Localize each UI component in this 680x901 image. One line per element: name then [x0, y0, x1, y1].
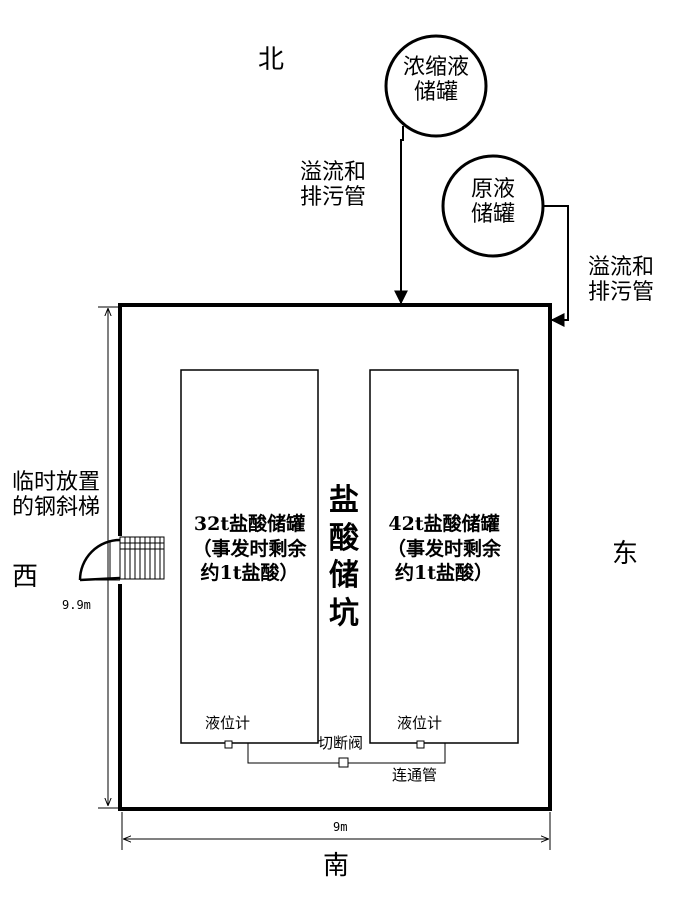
pit-label: 盐 酸 储 坑	[329, 483, 359, 631]
cutoff-valve-label: 切断阀	[318, 735, 364, 752]
direction-north: 北	[258, 45, 285, 75]
concentrate-tank-circle	[384, 34, 488, 138]
ladder-label: 临时放置 的钢斜梯	[12, 470, 101, 521]
dimension-width-label: 9m	[333, 820, 348, 834]
ladder-arc	[78, 538, 121, 581]
overflow-pipe-left-label: 溢流和 排污管	[300, 160, 367, 211]
dimension-height-label: 9.9m	[62, 598, 91, 612]
ladder-door	[79, 576, 121, 582]
overflow-pipe-right-label: 溢流和 排污管	[588, 255, 655, 306]
tank-left-label: 32t盐酸储罐 （事发时剩余 约1t盐酸）	[192, 513, 307, 585]
level-gauge-left-mark	[224, 740, 233, 749]
connecting-pipe-label: 连通管	[392, 767, 438, 784]
direction-west: 西	[12, 562, 39, 592]
raw-tank-label: 原液 储罐	[470, 177, 515, 228]
direction-south: 南	[323, 851, 350, 881]
steel-ladder	[119, 536, 165, 580]
tank-right-label: 42t盐酸储罐 （事发时剩余 约1t盐酸）	[386, 513, 501, 585]
level-gauge-right-mark	[416, 740, 425, 749]
overflow-pipe-right	[543, 205, 569, 327]
overflow-pipe-left	[394, 126, 408, 305]
level-gauge-left-label: 液位计	[205, 715, 251, 732]
tank-right-rect	[369, 369, 519, 744]
concentrate-tank-label: 浓缩液 储罐	[402, 55, 469, 106]
cutoff-valve-mark	[338, 757, 349, 768]
tank-left-rect	[180, 369, 319, 744]
direction-east: 东	[612, 539, 639, 569]
level-gauge-right-label: 液位计	[397, 715, 443, 732]
